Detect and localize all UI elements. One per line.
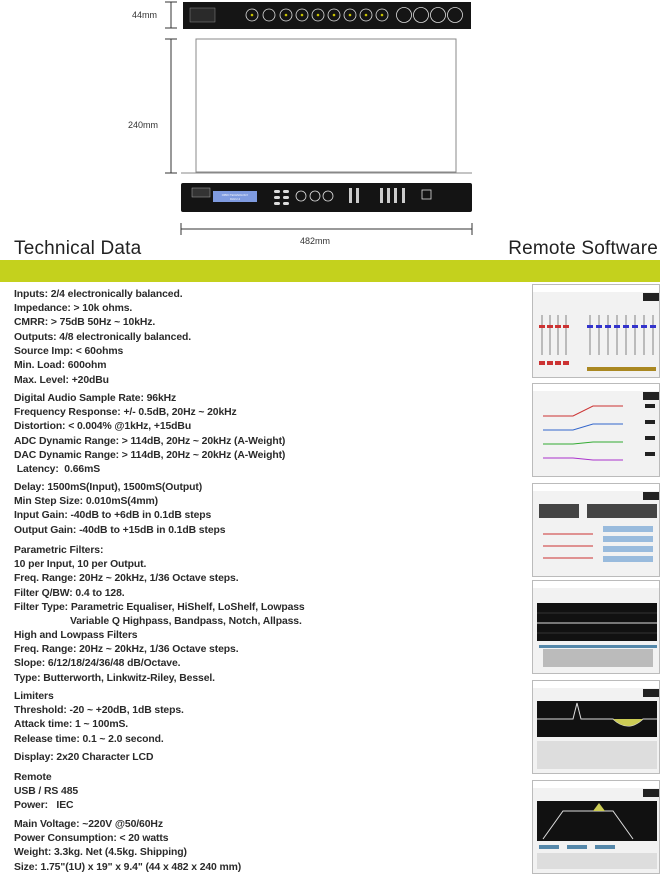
lcd-line2: DLM 2.4 <box>230 197 240 201</box>
spec-line: Remote <box>14 772 52 783</box>
spec-line: Attack time: 1 ~ 100mS. <box>14 719 129 731</box>
spec-group-hi-lo-filters: High and Lowpass Filters Freq. Range: 20… <box>14 629 239 686</box>
software-screenshot-matrix <box>532 483 660 577</box>
spec-line: Latency: 0.66mS <box>14 464 101 476</box>
software-screenshot-gain <box>532 284 660 378</box>
spec-line: Release time: 0.1 ~ 2.0 second. <box>14 733 164 745</box>
spec-line: Max. Level: +20dBu <box>14 374 109 386</box>
spec-line: Delay: 1500mS(Input), 1500mS(Output) <box>14 482 203 493</box>
technical-data-heading: Technical Data <box>14 238 142 259</box>
spec-line: DAC Dynamic Range: > 114dB, 20Hz ~ 20kHz… <box>14 449 286 461</box>
spec-line: Threshold: -20 ~ +20dB, 1dB steps. <box>14 705 184 717</box>
spec-group-inputs: Inputs: 2/4 electronically balanced. Imp… <box>14 288 183 331</box>
top-view <box>181 38 472 174</box>
spec-line: CMRR: > 75dB 50Hz ~ 10kHz. <box>14 317 156 329</box>
spec-line: Filter Q/BW: 0.4 to 128. <box>14 587 125 599</box>
spec-line: Outputs: 4/8 electronically balanced. <box>14 332 192 343</box>
spec-line: Limiters <box>14 691 54 702</box>
spec-line: ADC Dynamic Range: > 114dB, 20Hz ~ 20kHz… <box>14 435 286 447</box>
software-screenshot-graph <box>532 580 660 674</box>
device-dimension-drawing: OPRO TECHNOLOGY DLM 2.4 <box>165 1 473 235</box>
spec-line: Slope: 6/12/18/24/36/48 dB/Octave. <box>14 658 181 670</box>
dim-height-label: 44mm <box>132 10 158 20</box>
rear-panel <box>183 2 471 29</box>
spec-line: Main Voltage: ~220V @50/60Hz <box>14 819 163 830</box>
spec-line: Weight: 3.3kg. Net (4.5kg. Shipping) <box>14 847 187 859</box>
accent-bar <box>0 260 660 282</box>
spec-line: Frequency Response: +/- 0.5dB, 20Hz ~ 20… <box>14 407 237 419</box>
spec-group-parametric-filters: Parametric Filters: 10 per Input, 10 per… <box>14 544 305 629</box>
spec-line: High and Lowpass Filters <box>14 630 138 641</box>
lcd-line1: OPRO TECHNOLOGY <box>222 193 249 197</box>
spec-line: Power: IEC <box>14 800 74 812</box>
software-screenshot-peq <box>532 680 660 774</box>
spec-group-display: Display: 2x20 Character LCD <box>14 751 153 765</box>
remote-software-heading: Remote Software <box>508 238 658 259</box>
spec-group-outputs: Outputs: 4/8 electronically balanced. So… <box>14 331 191 388</box>
front-panel: OPRO TECHNOLOGY DLM 2.4 <box>181 183 472 212</box>
spec-line: Inputs: 2/4 electronically balanced. <box>14 289 183 300</box>
spec-line: Size: 1.75"(1U) x 19" x 9.4" (44 x 482 x… <box>14 861 242 873</box>
spec-line: Type: Butterworth, Linkwitz-Riley, Besse… <box>14 672 215 684</box>
spec-line: Filter Type: Parametric Equaliser, HiShe… <box>14 601 305 613</box>
spec-group-delay-gain: Delay: 1500mS(Input), 1500mS(Output) Min… <box>14 481 226 538</box>
spec-line: Input Gain: -40dB to +6dB in 0.1dB steps <box>14 510 212 522</box>
spec-line: Min Step Size: 0.010mS(4mm) <box>14 496 158 508</box>
spec-line: Digital Audio Sample Rate: 96kHz <box>14 393 177 404</box>
spec-line: Output Gain: -40dB to +15dB in 0.1dB ste… <box>14 524 226 536</box>
spec-line: Power Consumption: < 20 watts <box>14 833 169 845</box>
spec-group-digital-audio: Digital Audio Sample Rate: 96kHz Frequen… <box>14 392 285 477</box>
spec-line: Variable Q Highpass, Bandpass, Notch, Al… <box>70 616 302 628</box>
spec-line: Distortion: < 0.004% @1kHz, +15dBu <box>14 421 192 433</box>
dimension-lines <box>165 1 473 235</box>
software-screenshot-routing <box>532 383 660 477</box>
software-screenshot-xover <box>532 780 660 874</box>
spec-line: Parametric Filters: <box>14 545 104 556</box>
spec-line: Min. Load: 600ohm <box>14 360 107 372</box>
spec-line: Impedance: > 10k ohms. <box>14 303 133 315</box>
spec-group-power: Main Voltage: ~220V @50/60Hz Power Consu… <box>14 818 241 875</box>
lcd-display <box>213 191 257 202</box>
spec-line: Display: 2x20 Character LCD <box>14 752 154 763</box>
spec-line: 10 per Input, 10 per Output. <box>14 559 147 571</box>
spec-line: Freq. Range: 20Hz ~ 20kHz, 1/36 Octave s… <box>14 573 239 585</box>
dim-width-label: 482mm <box>300 236 331 246</box>
spec-line: USB / RS 485 <box>14 786 79 798</box>
spec-group-remote: Remote USB / RS 485 Power: IEC <box>14 771 78 814</box>
spec-group-limiters: Limiters Threshold: -20 ~ +20dB, 1dB ste… <box>14 690 184 747</box>
spec-line: Freq. Range: 20Hz ~ 20kHz, 1/36 Octave s… <box>14 644 239 656</box>
dim-depth-label: 240mm <box>128 120 159 130</box>
spec-line: Source Imp: < 60ohms <box>14 346 124 358</box>
